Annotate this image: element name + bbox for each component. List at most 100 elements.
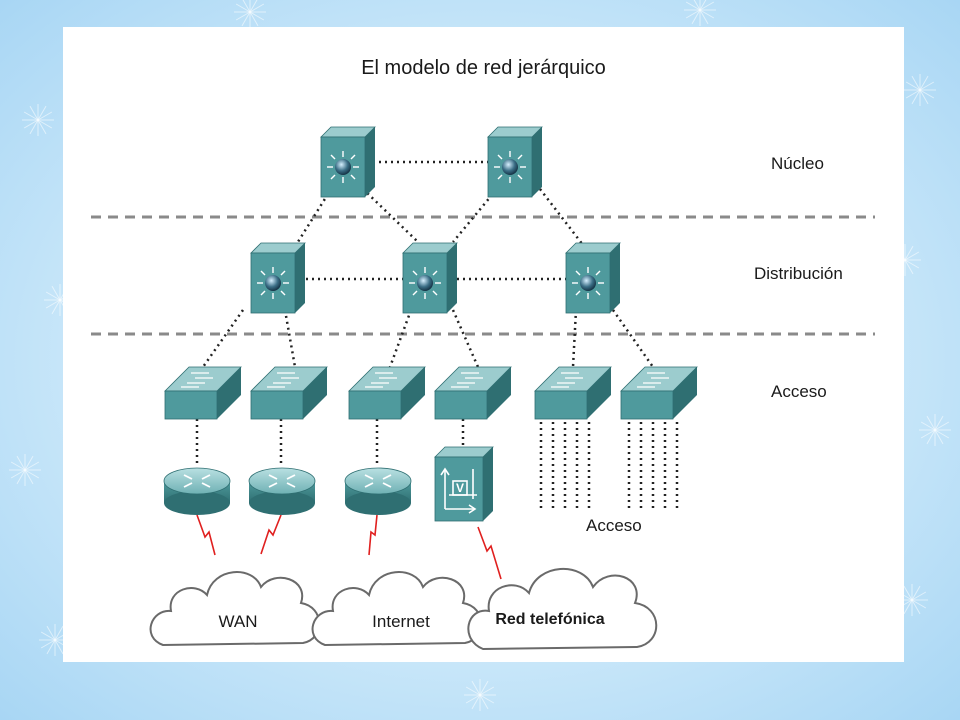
router-1 <box>163 467 231 515</box>
background-sparkle-ray <box>249 0 258 13</box>
serial-links <box>196 514 502 580</box>
diagram-panel: V El modelo de red jerárquico Núcleo Dis… <box>63 27 904 662</box>
background-sparkle-ray <box>23 111 39 121</box>
background-sparkle-ray <box>919 89 935 99</box>
background-sparkle-ray <box>54 625 64 641</box>
background-sparkle-ray <box>465 686 481 696</box>
distribution-switch-2 <box>402 242 458 314</box>
background-sparkle-ray <box>46 639 56 655</box>
background-sparkle-ray <box>465 694 481 704</box>
access-switch-3 <box>348 366 426 420</box>
background-sparkle-ray <box>16 455 26 471</box>
background-sparkle-ray <box>911 599 921 615</box>
background-sparkle-ray <box>479 694 495 704</box>
background-sparkle-ray <box>479 680 489 696</box>
background-sparkle-ray <box>241 11 251 27</box>
background-sparkle-ray <box>45 291 61 301</box>
background-sparkle-ray <box>249 3 265 13</box>
background-sparkle-ray <box>51 299 61 315</box>
background-sparkle-ray <box>471 680 481 696</box>
background-sparkle-ray <box>926 429 936 445</box>
background-sparkle-ray <box>911 591 927 601</box>
background-sparkle-ray <box>24 461 40 471</box>
background-sparkle-ray <box>919 89 929 105</box>
link-dist3-acc6 <box>611 309 655 368</box>
background-sparkle-ray <box>911 599 927 609</box>
background-sparkle-ray <box>691 9 701 25</box>
background-sparkle-ray <box>471 694 481 710</box>
cloud-internet <box>311 571 483 647</box>
link-dist1-acc2 <box>283 309 297 368</box>
serial-link-phone <box>477 526 502 580</box>
background-sparkle-ray <box>37 105 47 121</box>
background-sparkle-ray <box>242 0 251 13</box>
background-sparkle-ray <box>699 1 715 11</box>
background-sparkle-ray <box>23 119 39 129</box>
background-sparkle-ray <box>479 686 495 696</box>
background-sparkle-ray <box>37 111 53 121</box>
endpoint-access-label: Acceso <box>586 516 642 535</box>
background-sparkle-ray <box>235 11 251 21</box>
background-sparkle-ray <box>40 631 56 641</box>
background-sparkle-ray <box>29 105 39 121</box>
background-sparkle-ray <box>699 9 709 25</box>
background-sparkle-ray <box>919 75 929 91</box>
background-sparkle-ray <box>24 455 34 471</box>
layer-label-access: Acceso <box>771 382 827 401</box>
access-switch-1 <box>164 366 242 420</box>
background-sparkle-ray <box>685 1 701 11</box>
background-sparkle-ray <box>51 285 61 301</box>
background-sparkle-ray <box>249 11 259 27</box>
background-sparkle-ray <box>699 0 707 11</box>
router-2 <box>248 467 316 515</box>
link-dist2-acc4 <box>451 309 480 368</box>
access-switch-2 <box>250 366 328 420</box>
background-sparkle-ray <box>685 9 701 19</box>
core-switch-1 <box>320 126 376 198</box>
background-sparkle-ray <box>904 259 914 275</box>
serial-link-internet <box>368 514 378 556</box>
background-sparkle-ray <box>249 11 265 21</box>
background-sparkle-ray <box>10 461 26 471</box>
background-sparkle-ray <box>934 429 944 445</box>
background-sparkle-ray <box>905 81 921 91</box>
access-switch-4 <box>434 366 512 420</box>
link-core1-dist2 <box>362 188 419 243</box>
access-switch-6 <box>620 366 698 420</box>
dotted-links <box>195 160 679 509</box>
background-sparkle-ray <box>45 299 61 309</box>
background-sparkle-ray <box>29 119 39 135</box>
background-sparkle-ray <box>911 89 921 105</box>
background-sparkle-ray <box>904 245 914 261</box>
background-sparkle-ray <box>904 259 920 269</box>
background-sparkle-ray <box>911 585 921 601</box>
background-sparkle-ray <box>934 429 950 439</box>
serial-link-wan-2 <box>260 514 282 555</box>
background-sparkle-ray <box>911 75 921 91</box>
background-sparkle-ray <box>16 469 26 485</box>
core-switch-2 <box>487 126 543 198</box>
cloud-label-telephone-network: Red telefónica <box>495 611 605 628</box>
layer-label-core: Núcleo <box>771 154 824 173</box>
background-sparkle-ray <box>905 89 921 99</box>
background-sparkle-ray <box>934 415 944 431</box>
cloud-telephone-network <box>467 567 658 651</box>
background-sparkle-ray <box>903 585 913 601</box>
svg-text:V: V <box>456 481 464 495</box>
background-sparkle-ray <box>904 251 920 261</box>
network-diagram: V <box>91 126 875 651</box>
distribution-switch-1 <box>250 242 306 314</box>
background-sparkle-ray <box>479 694 489 710</box>
serial-link-wan-1 <box>196 514 216 556</box>
background-sparkle-ray <box>920 421 936 431</box>
background-sparkle-ray <box>24 469 40 479</box>
link-dist1-acc1 <box>201 309 245 368</box>
background-sparkle-ray <box>934 421 950 431</box>
diagram-title: El modelo de red jerárquico <box>361 57 606 79</box>
background-sparkle-ray <box>919 81 935 91</box>
background-sparkle-ray <box>24 469 34 485</box>
cloud-label-wan: WAN <box>218 612 258 631</box>
background-sparkle-ray <box>699 9 715 19</box>
background-sparkle-ray <box>37 119 53 129</box>
voice-gateway: V <box>434 446 494 522</box>
